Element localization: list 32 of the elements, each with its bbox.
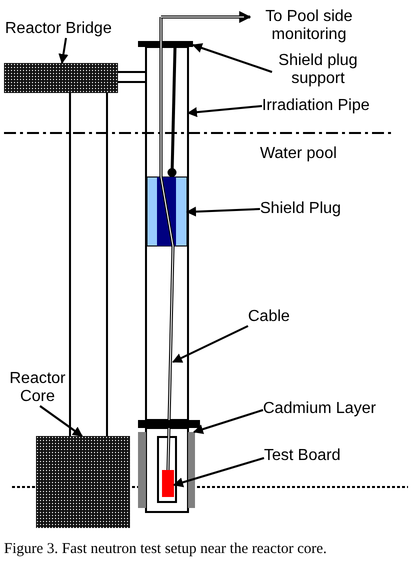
callout-label: To Pool side monitoring bbox=[250, 8, 368, 44]
support-rod bbox=[106, 93, 108, 436]
callout-label: Test Board bbox=[264, 447, 340, 465]
support-rod bbox=[118, 71, 146, 73]
leader-line bbox=[58, 38, 68, 64]
reactor-core bbox=[36, 436, 130, 528]
callout-label: Shield plug support bbox=[272, 52, 364, 88]
callout-label: Reactor Bridge bbox=[5, 20, 112, 38]
callout-label: Cadmium Layer bbox=[263, 400, 376, 418]
suspension-rod bbox=[168, 46, 176, 178]
leader-line bbox=[193, 409, 264, 434]
leader-line bbox=[173, 457, 264, 488]
leader-line bbox=[172, 325, 248, 363]
shield-plug bbox=[146, 176, 188, 246]
cable bbox=[160, 11, 252, 23]
callout-label: Shield Plug bbox=[260, 200, 341, 218]
callout-label: Irradiation Pipe bbox=[262, 97, 370, 115]
leader-line bbox=[186, 206, 260, 217]
leader-line bbox=[192, 43, 272, 73]
cable bbox=[160, 16, 174, 470]
reactor-bridge bbox=[4, 63, 118, 93]
irradiation-pipe bbox=[145, 46, 189, 421]
figure-caption: Figure 3. Fast neutron test setup near the reactor core. bbox=[4, 541, 327, 558]
leader-line bbox=[39, 405, 83, 437]
region-label: Water pool bbox=[260, 145, 337, 163]
leader-line bbox=[187, 105, 262, 118]
support-rod bbox=[118, 81, 146, 83]
cadmium-layer bbox=[138, 432, 195, 508]
support-rod bbox=[69, 93, 71, 436]
callout-label: Reactor Core bbox=[0, 370, 75, 406]
callout-label: Cable bbox=[248, 308, 290, 326]
test-board bbox=[162, 470, 174, 497]
